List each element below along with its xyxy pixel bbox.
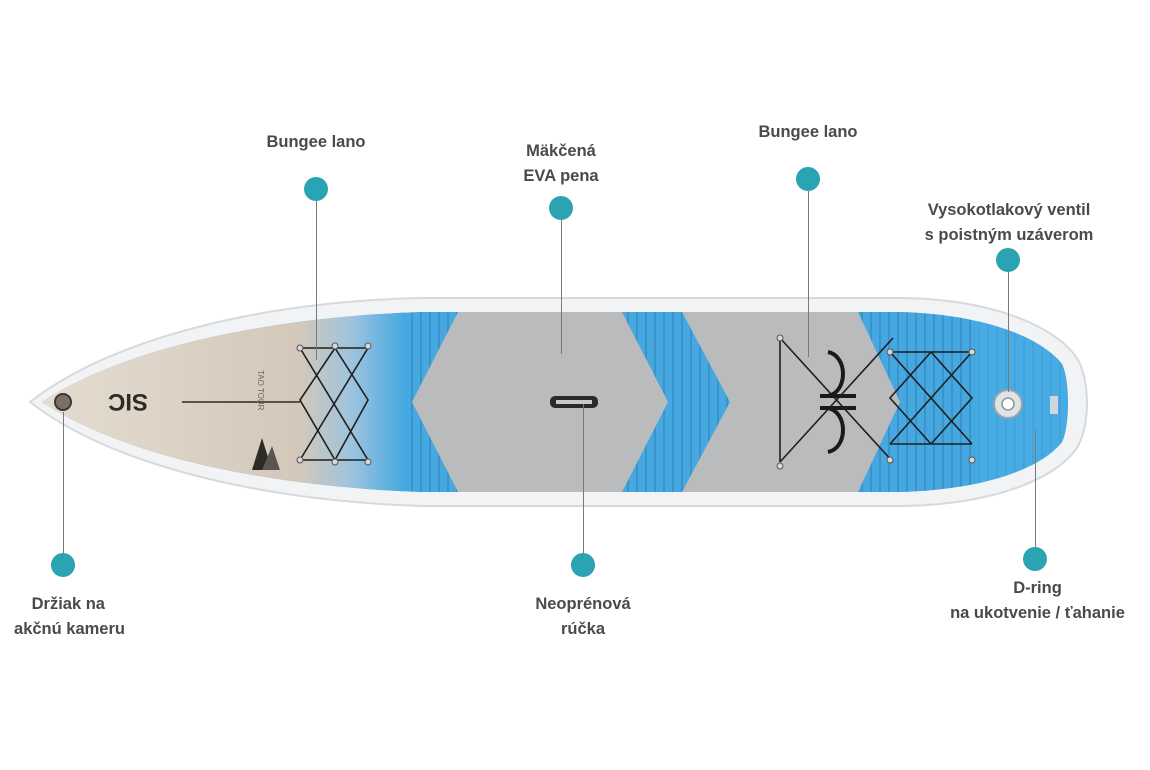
label-bungee-left: Bungee lano (266, 133, 366, 151)
callout-dot-dring[interactable] (1023, 547, 1047, 571)
leader-line-camera (63, 412, 64, 555)
leader-line-eva (561, 220, 562, 354)
label-camera-mount: Držiak na akčnú kameru (14, 595, 125, 638)
callout-dot-eva[interactable] (549, 196, 573, 220)
callout-dot-bungee-right[interactable] (796, 167, 820, 191)
label-d-ring: D-ring na ukotvenie / ťahanie (950, 579, 1125, 622)
camera-mount-icon (54, 393, 72, 411)
callout-dot-bungee-left[interactable] (304, 177, 328, 201)
eva-pad-rear (682, 312, 900, 492)
callout-dot-camera[interactable] (51, 553, 75, 577)
callout-dot-valve[interactable] (996, 248, 1020, 272)
label-bungee-right: Bungee lano (758, 123, 858, 141)
bungee-tail (888, 351, 974, 445)
label-valve: Vysokotlakový ventil s poistným uzáverom (924, 201, 1094, 244)
leader-line-bungee-left (316, 200, 317, 360)
label-handle: Neoprénová rúčka (535, 595, 631, 638)
svg-text:TAO TOUR: TAO TOUR (256, 370, 265, 411)
eva-pad-front (412, 312, 668, 492)
leader-line-bungee-right (808, 191, 809, 357)
leader-line-dring (1035, 430, 1036, 550)
rear-pad-logo (820, 350, 856, 454)
label-eva-foam: Mäkčená EVA pena (523, 142, 599, 185)
bungee-rear (779, 337, 894, 463)
leader-line-valve (1008, 272, 1009, 392)
nose-logo: SIC (108, 388, 148, 415)
callout-dot-handle[interactable] (571, 553, 595, 577)
leader-line-handle (583, 404, 584, 554)
